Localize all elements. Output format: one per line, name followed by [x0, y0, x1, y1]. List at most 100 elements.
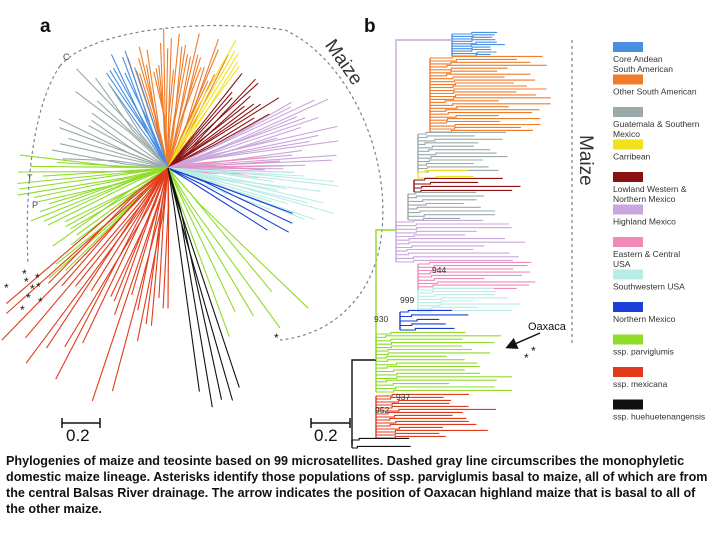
tree-a-branch — [167, 54, 199, 169]
asterisk-marker: * — [24, 275, 29, 289]
tree-b-leaf — [376, 408, 496, 412]
tree-a-branch — [136, 167, 169, 342]
tree-b-leaf — [376, 348, 473, 352]
tree-b-leaf — [400, 327, 455, 331]
tree-a-branch — [48, 167, 169, 284]
maize-label-a: Maize — [320, 36, 366, 90]
oaxaca-arrow — [505, 332, 541, 349]
tree-b-leaf — [414, 185, 521, 189]
tree-b-leaf — [430, 61, 531, 65]
unrooted-tree-a — [1, 28, 339, 408]
tree-b-leaf — [430, 129, 533, 133]
tree-b-leaf — [408, 202, 464, 206]
legend-swatch — [613, 107, 643, 117]
tree-b-leaf — [430, 112, 533, 115]
tree-b-leaf — [418, 274, 522, 278]
tree-b-clade — [395, 219, 526, 263]
tree-a-branch — [68, 137, 169, 169]
tree-a-branch-group — [167, 167, 240, 408]
tree-b-leaf — [418, 152, 497, 156]
tree-b-leaf — [418, 149, 491, 152]
legend-swatch — [613, 74, 643, 85]
tree-a-branch — [167, 105, 245, 169]
tree-a-branch — [91, 112, 169, 169]
legend-label: USA — [613, 259, 631, 269]
tree-b-leaf — [396, 238, 505, 241]
tree-a-branch — [167, 167, 268, 231]
tree-b-leaf — [418, 261, 532, 265]
tree-b-leaf — [376, 386, 495, 390]
tree-b-clade — [417, 261, 536, 291]
tree-a-branch-group — [51, 68, 169, 169]
tree-a-branch-group — [1, 167, 170, 402]
tree-b-clade — [451, 31, 505, 57]
tree-b-leaf — [430, 67, 508, 71]
asterisk-marker: * — [38, 295, 43, 309]
tree-b-clade — [375, 331, 512, 393]
tree-b-leaf — [430, 91, 517, 95]
legend-swatch — [613, 42, 643, 52]
maize-boundary-dashed-line — [59, 24, 286, 67]
legend-label: Mexico — [613, 129, 640, 139]
tree-b-clade — [429, 55, 551, 133]
legend-label: Highland Mexico — [613, 217, 676, 227]
tree-b-leaf — [376, 402, 450, 406]
tree-a-branch — [110, 167, 169, 297]
asterisk-marker: * — [524, 351, 529, 365]
tree-b-leaf — [400, 323, 446, 327]
tree-b-leaf — [430, 79, 536, 83]
tree-label-p: P — [32, 200, 38, 210]
tree-b-leaf — [430, 58, 517, 62]
tree-b-leaf — [376, 417, 467, 421]
tree-b-leaf — [452, 44, 505, 47]
tree-a-branch — [167, 167, 230, 337]
legend-label: Guatemala & Southern — [613, 119, 700, 129]
legend-item: Carribean — [613, 139, 651, 162]
tree-b-leaf — [396, 248, 474, 252]
legend-item: ssp. huehuetenangensis — [613, 399, 705, 422]
asterisk-group-a: ********** — [4, 267, 279, 345]
tree-a-branch-group — [167, 73, 280, 169]
asterisk-marker: * — [26, 291, 31, 305]
tree-b-leaf — [418, 131, 506, 135]
tree-b-leaf — [430, 73, 531, 77]
tree-b-leaf — [430, 120, 501, 124]
tree-b-leaf — [430, 97, 551, 100]
tree-a-branch-group — [167, 167, 339, 221]
tree-a-branch — [167, 167, 236, 312]
tree-b-leaf — [376, 369, 465, 373]
tree-a-branch — [18, 167, 169, 173]
tree-b-leaf — [396, 219, 484, 223]
tree-a-branch — [167, 46, 183, 169]
tree-b-leaf — [430, 82, 514, 86]
tree-a-branch — [6, 167, 169, 305]
tree-a-branch — [51, 149, 169, 169]
legend-label: South American — [613, 64, 673, 74]
tree-b-leaf — [408, 206, 481, 210]
tree-b-leaf — [452, 39, 496, 42]
legend-label: Lowland Western & — [613, 184, 687, 194]
tree-b-leaf — [430, 64, 547, 68]
tree-b-leaf — [430, 88, 547, 92]
tree-b-leaf — [376, 362, 478, 366]
tree-b-leaf — [396, 241, 526, 245]
phylogeny-figure: a Maize C T P ********** 0.2 b Maize 944… — [1, 16, 705, 449]
tree-a-branch — [167, 167, 324, 204]
legend-swatch — [613, 204, 643, 215]
asterisk-marker: * — [35, 271, 40, 285]
tree-b-leaf — [408, 191, 477, 195]
tree-a-branch — [91, 119, 169, 169]
tree-a-branch — [167, 167, 274, 183]
tree-b-leaf — [418, 162, 474, 166]
tree-a-branch — [64, 167, 169, 348]
legend-swatch — [613, 302, 643, 312]
tree-a-branch — [167, 167, 223, 400]
tree-b-leaf — [400, 309, 452, 313]
legend-swatch — [613, 139, 643, 150]
tree-a-branch — [167, 167, 335, 215]
legend-swatch — [613, 269, 643, 280]
tree-a-branch — [146, 49, 169, 169]
tree-a-branch — [110, 85, 169, 169]
legend-swatch — [613, 334, 643, 345]
tree-a-branch — [59, 143, 169, 169]
